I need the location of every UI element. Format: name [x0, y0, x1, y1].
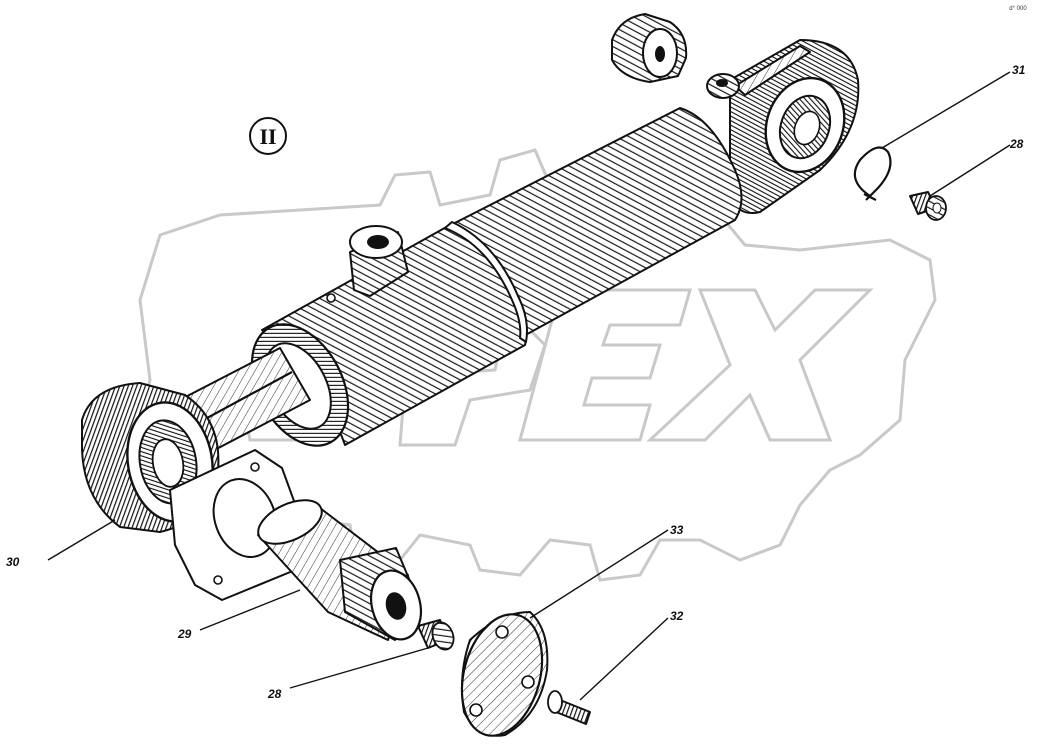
rear-grease-fitting: [706, 73, 740, 99]
callout-33: 33: [670, 523, 684, 537]
cover-disc: [460, 611, 549, 737]
leader-28-upper: [929, 144, 1011, 197]
pin: [257, 499, 422, 641]
callout-28-upper: 28: [1009, 137, 1024, 151]
leader-31: [881, 71, 1011, 149]
leader-32: [579, 617, 669, 701]
callout-30: 30: [6, 555, 20, 569]
snap-ring: [853, 146, 892, 201]
leader-30: [47, 519, 116, 561]
callout-29: 29: [177, 627, 192, 641]
rubber-bushing: [611, 13, 688, 83]
watermark-letter-x: [646, 288, 874, 442]
leader-lines: [47, 71, 1011, 701]
callout-28-lower: 28: [267, 687, 282, 701]
leader-28-lower: [289, 647, 429, 689]
callout-31: 31: [1012, 63, 1026, 77]
leader-29: [199, 589, 301, 631]
callout-32: 32: [670, 609, 684, 623]
bolt-lower: [417, 619, 455, 651]
hydraulic-port: [326, 225, 409, 303]
leader-33: [529, 529, 669, 619]
corner-note: d° 000: [1009, 6, 1027, 12]
section-mark-text: II: [259, 124, 276, 149]
section-mark: II: [249, 117, 287, 155]
watermark-letter-e: [518, 288, 692, 442]
bolt-upper: [909, 191, 947, 221]
callout-labels: 30 29 28 33 32 31 28: [6, 63, 1026, 701]
screw: [547, 690, 591, 725]
rear-eye-mount: [729, 39, 860, 214]
